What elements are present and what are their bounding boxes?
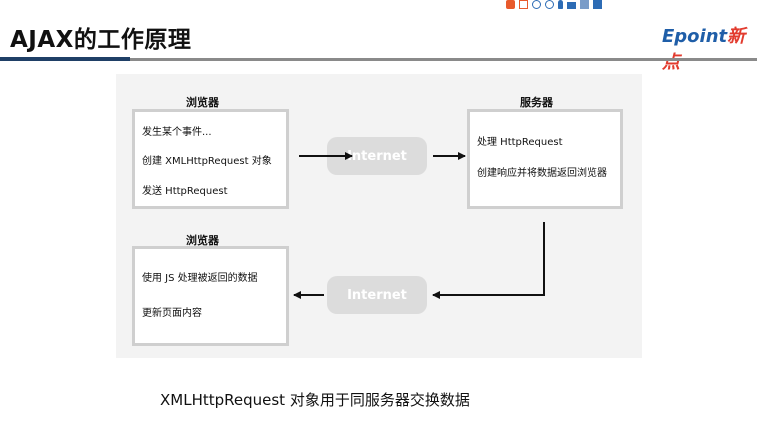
browser-top-label: 浏览器 <box>186 96 219 109</box>
input-method-toolbar[interactable] <box>506 0 602 10</box>
shirt-icon[interactable] <box>580 0 589 9</box>
brand-name-cn: 新点 <box>662 26 746 73</box>
caption: XMLHttpRequest 对象用于同服务器交换数据 <box>160 391 470 409</box>
browser-top-line-2: 创建 XMLHttpRequest 对象 <box>142 156 272 167</box>
tools-icon[interactable] <box>593 0 602 9</box>
flow-arrows <box>293 152 545 299</box>
title-rule <box>130 58 757 61</box>
smile-icon[interactable] <box>545 0 554 9</box>
internet-bottom-pill: Internet <box>327 276 427 314</box>
mic-icon[interactable] <box>558 0 563 9</box>
browser-bottom-box: 使用 JS 处理被返回的数据 更新页面内容 <box>132 246 289 346</box>
title-rule-accent <box>0 57 130 61</box>
server-box: 处理 HttpRequest 创建响应并将数据返回浏览器 <box>467 109 623 209</box>
punctuation-icon[interactable] <box>532 0 541 9</box>
brand-name-latin: Epoint <box>662 26 728 47</box>
browser-top-line-1: 发生某个事件... <box>142 127 212 138</box>
server-label: 服务器 <box>520 96 553 109</box>
chinese-input-icon[interactable] <box>519 0 528 9</box>
keyboard-icon[interactable] <box>567 2 576 9</box>
browser-bottom-line-2: 更新页面内容 <box>142 308 202 319</box>
server-line-2: 创建响应并将数据返回浏览器 <box>477 168 607 179</box>
browser-top-box: 发生某个事件... 创建 XMLHttpRequest 对象 发送 HttpRe… <box>132 109 289 209</box>
ajax-diagram: 浏览器 发生某个事件... 创建 XMLHttpRequest 对象 发送 Ht… <box>116 74 642 358</box>
page-title: AJAX的工作原理 <box>10 27 192 53</box>
server-line-1: 处理 HttpRequest <box>477 137 563 148</box>
sogou-s-icon[interactable] <box>506 0 515 9</box>
browser-top-line-3: 发送 HttpRequest <box>142 186 228 197</box>
arrow-server-to-internet <box>432 222 545 299</box>
browser-bottom-label: 浏览器 <box>186 234 219 247</box>
brand-logo: Epoint新点 <box>662 22 757 74</box>
browser-bottom-line-1: 使用 JS 处理被返回的数据 <box>142 273 258 284</box>
